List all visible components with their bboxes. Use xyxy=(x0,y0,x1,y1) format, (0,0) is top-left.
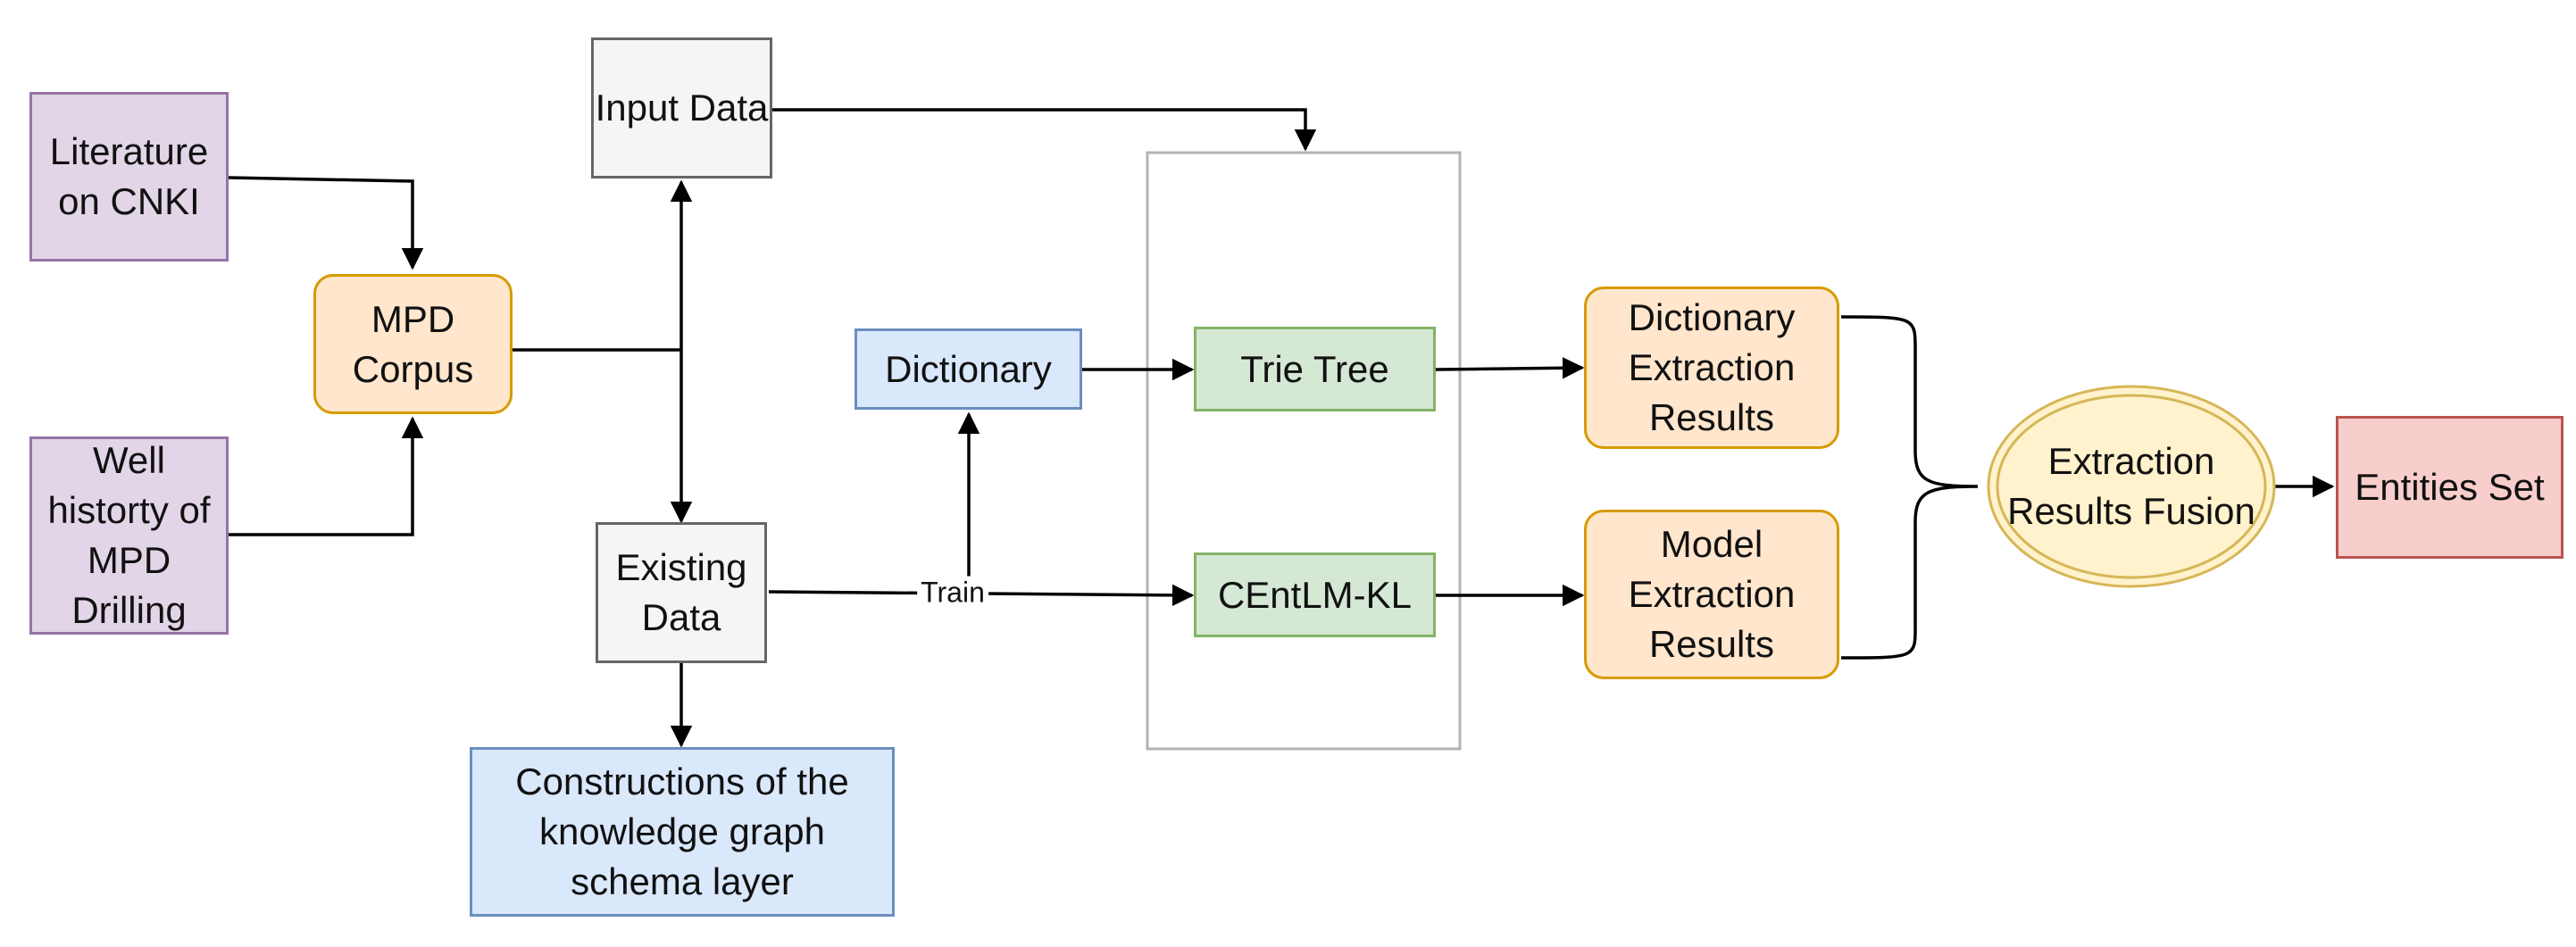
node-entities-set: Entities Set xyxy=(2336,416,2563,559)
node-input-data: Input Data xyxy=(591,37,772,179)
node-constructions-label: Constructions of the knowledge graph sch… xyxy=(515,760,849,902)
node-trie-tree: Trie Tree xyxy=(1194,327,1436,411)
node-well-history-label: Well historty of MPD Drilling xyxy=(47,439,211,631)
node-constructions: Constructions of the knowledge graph sch… xyxy=(470,747,895,917)
node-fusion-label: Extraction Results Fusion xyxy=(2007,440,2255,532)
node-literature: Literature on CNKI xyxy=(29,92,229,262)
node-input-data-label: Input Data xyxy=(595,87,769,129)
edge-trie-to-dictresults xyxy=(1435,357,1585,379)
node-well-history: Well historty of MPD Drilling xyxy=(29,436,229,635)
node-dictionary-label: Dictionary xyxy=(885,347,1052,390)
node-trie-tree-label: Trie Tree xyxy=(1240,347,1389,390)
edge-input-to-group xyxy=(772,108,1317,152)
node-centlm-kl-label: CEntLM-KL xyxy=(1217,573,1413,616)
node-literature-label: Literature on CNKI xyxy=(49,130,209,222)
node-mpd-corpus-label: MPD Corpus xyxy=(352,297,474,390)
edge-label-train: Train xyxy=(917,576,988,610)
node-dict-results: Dictionary Extraction Results xyxy=(1584,287,1839,449)
node-mpd-corpus: MPD Corpus xyxy=(313,274,513,414)
edge-literature-to-corpus xyxy=(228,176,424,270)
fusion-outer-ellipse xyxy=(1987,385,2276,588)
node-entities-set-label: Entities Set xyxy=(2355,466,2545,508)
node-centlm-kl: CEntLM-KL xyxy=(1194,552,1436,637)
model-group-container xyxy=(1146,151,1462,751)
node-dict-results-label: Dictionary Extraction Results xyxy=(1628,296,1796,438)
node-model-results: Model Extraction Results xyxy=(1584,510,1839,679)
node-fusion: Extraction Results Fusion xyxy=(2006,393,2256,580)
fusion-inner-ellipse xyxy=(1996,394,2267,579)
node-existing-data: Existing Data xyxy=(596,522,767,663)
merge-brace xyxy=(1840,315,1979,660)
node-model-results-label: Model Extraction Results xyxy=(1628,523,1796,665)
edge-well-to-corpus xyxy=(229,416,424,536)
node-dictionary: Dictionary xyxy=(854,328,1082,410)
node-existing-data-label: Existing Data xyxy=(615,546,747,638)
